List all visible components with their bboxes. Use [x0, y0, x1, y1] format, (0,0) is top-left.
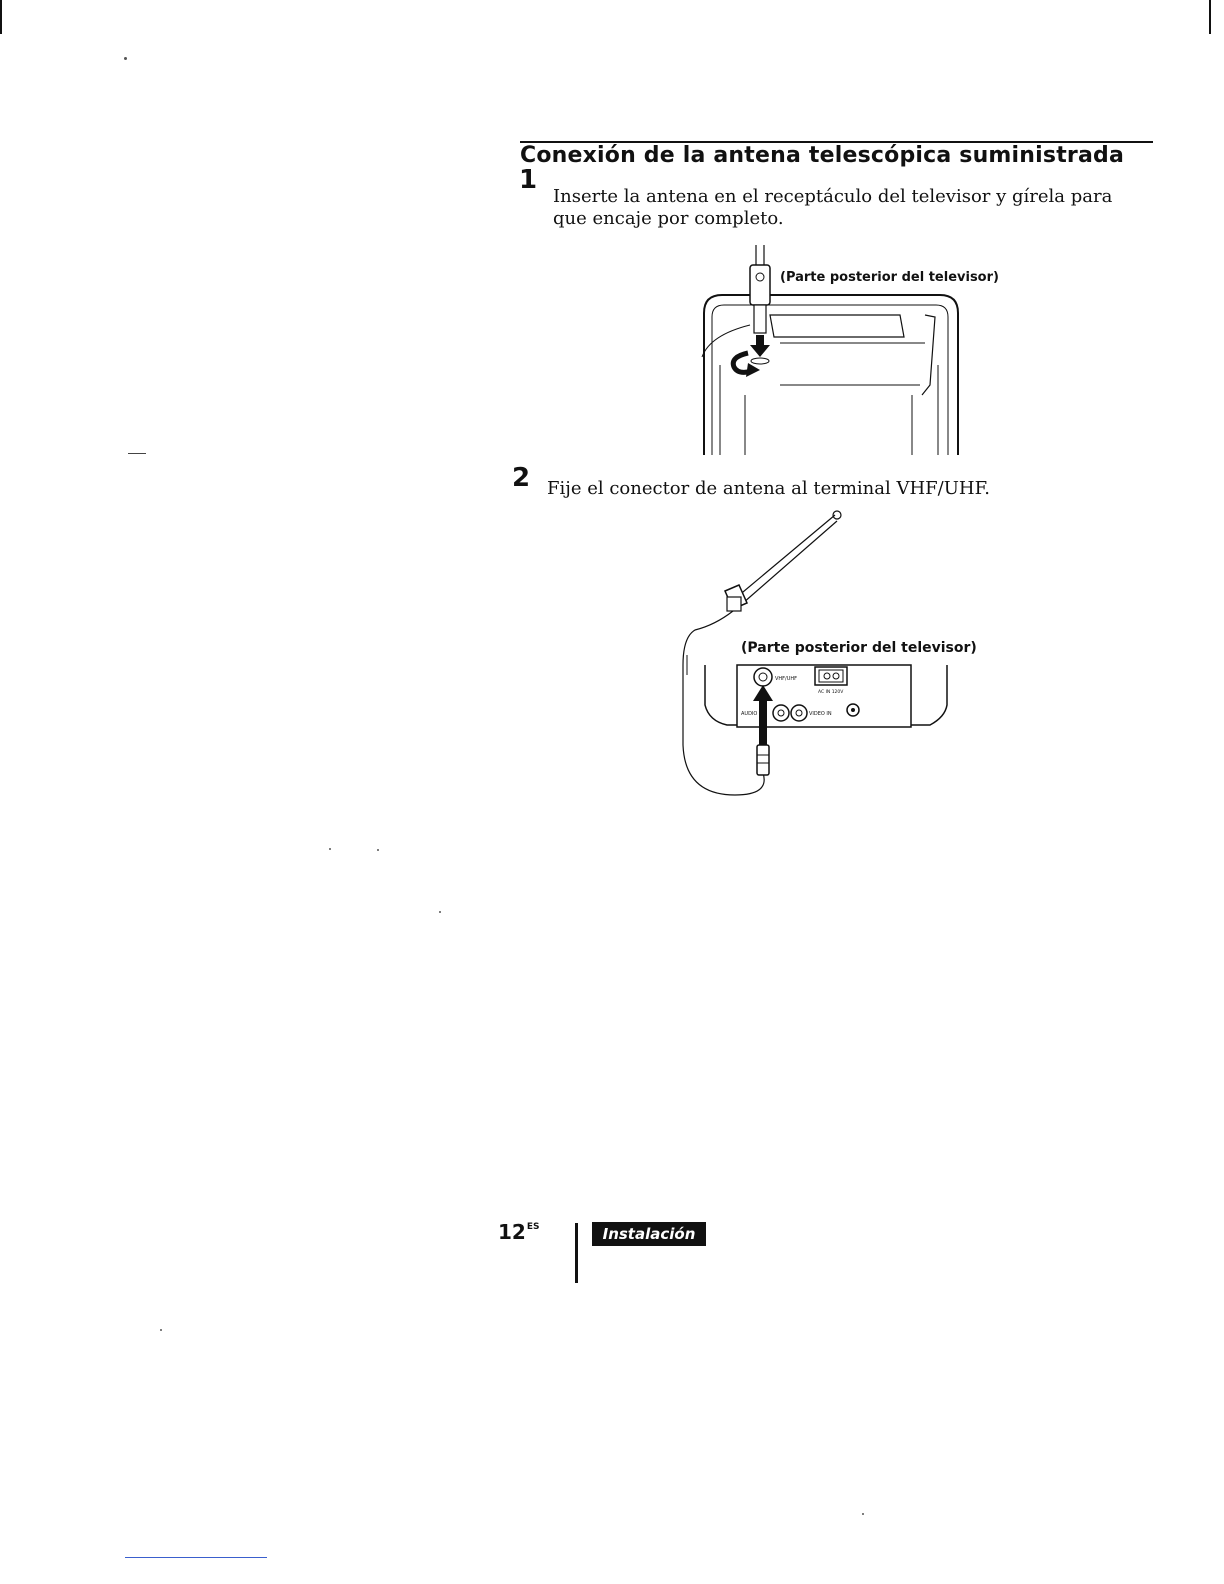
step-1-number: 1	[519, 165, 538, 195]
scan-speck	[160, 1329, 162, 1331]
figure-2-caption: (Parte posterior del televisor)	[741, 640, 977, 656]
figure-1-caption: (Parte posterior del televisor)	[780, 270, 999, 285]
figure-antenna-insert	[701, 245, 959, 455]
scan-speck	[439, 911, 441, 913]
label-ac-in: AC IN 120V	[818, 689, 844, 695]
scan-edge-mark-left	[0, 0, 2, 34]
label-audio: AUDIO	[741, 711, 757, 717]
scan-speck	[862, 1513, 864, 1515]
page-number-value: 12	[498, 1220, 526, 1244]
label-vhf-uhf: VHF/UHF	[775, 676, 797, 682]
scan-edge-mark-right	[1209, 0, 1211, 34]
scan-speck	[329, 848, 331, 850]
footer-divider	[575, 1223, 578, 1283]
step-2-number: 2	[512, 463, 531, 493]
page-number: 12ES	[498, 1220, 539, 1244]
section-tag: Instalación	[592, 1222, 706, 1246]
step-1-text: Inserte la antena en el receptáculo del …	[553, 186, 1113, 229]
section-rule	[520, 141, 1153, 143]
scan-bottom-line	[125, 1557, 267, 1558]
scan-speck	[128, 453, 146, 454]
scan-speck	[377, 849, 379, 851]
figure-antenna-connection: VHF/UHF AC IN 120V AUDIO VIDEO IN	[682, 510, 948, 796]
label-video-in: VIDEO IN	[809, 711, 832, 717]
scan-speck	[124, 57, 127, 60]
step-2-text: Fije el conector de antena al terminal V…	[547, 478, 990, 499]
page-language-suffix: ES	[526, 1222, 540, 1232]
section-title: Conexión de la antena telescópica sumini…	[520, 143, 1125, 168]
